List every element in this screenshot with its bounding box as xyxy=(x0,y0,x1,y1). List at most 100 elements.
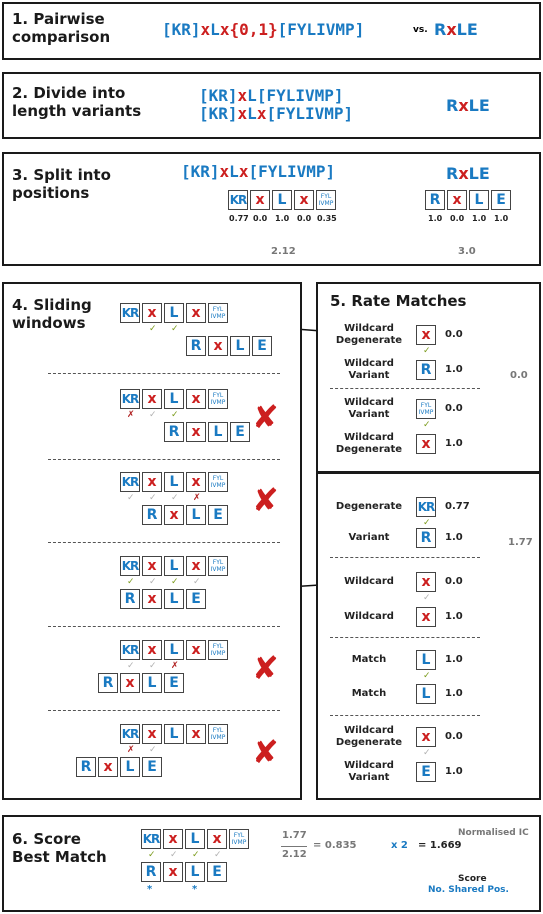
window-box-x: x xyxy=(142,389,162,409)
window-box-kr: KR xyxy=(120,556,140,576)
panel6-title-line1: 6. Score xyxy=(12,830,81,848)
window-box-fylivmp: FYL IVMP xyxy=(208,556,228,576)
window-box-fylivmp: FYL IVMP xyxy=(208,389,228,409)
pattern-part: [KR] xyxy=(181,162,220,181)
panel1-title: 1. Pairwise comparison xyxy=(12,10,110,46)
window-box-r: R xyxy=(76,757,96,777)
shared-star: * xyxy=(192,884,198,895)
panel1-pattern: [KR]xLx{0,1}[FYLIVMP] xyxy=(162,20,364,39)
fraction-bar xyxy=(281,846,307,847)
check-icon: ✓ xyxy=(149,745,157,755)
variant-part: x xyxy=(237,104,248,123)
pattern-part: L xyxy=(229,162,239,181)
window-box-fylivmp: FYL IVMP xyxy=(208,640,228,660)
window-box-fylivmp: FYL IVMP xyxy=(208,724,228,744)
rate-label: Degenerate xyxy=(326,501,412,513)
window-box-l: L xyxy=(164,724,184,744)
score-numerator: 1.77 xyxy=(282,830,307,841)
rate-label-line1: Wildcard xyxy=(344,611,394,622)
rate-label-line1: Degenerate xyxy=(335,501,403,512)
window-box-x: x xyxy=(186,472,206,492)
rate-box: L xyxy=(416,684,436,704)
window-box-x: x xyxy=(142,724,162,744)
window-box-e: E xyxy=(186,589,206,609)
window-box-kr: KR xyxy=(141,829,161,849)
query-box-x: x xyxy=(447,190,467,210)
window-box-x: x xyxy=(142,640,162,660)
panel2-title: 2. Divide into length variants xyxy=(12,84,141,120)
rate-label-line1: Wildcard xyxy=(344,576,394,587)
reject-icon: ✘ xyxy=(252,481,279,519)
rate-box: x xyxy=(416,434,436,454)
panel3-title-line1: 3. Split into xyxy=(12,166,111,184)
panel6-title: 6. Score Best Match xyxy=(12,830,107,866)
rate-label-line1: Wildcard xyxy=(344,397,394,408)
rate-label-line2: Variant xyxy=(348,772,390,783)
query-part: x xyxy=(446,20,457,39)
rate-label-line1: Wildcard xyxy=(344,760,394,771)
check-icon: ✓ xyxy=(149,577,157,587)
check-icon: ✓ xyxy=(171,577,179,587)
query-part: LE xyxy=(456,20,478,39)
panel1-title-line1: 1. Pairwise xyxy=(12,10,105,28)
query-part: R xyxy=(446,96,459,115)
reject-icon: ✘ xyxy=(252,733,279,771)
query-part: LE xyxy=(468,96,490,115)
window-box-r: R xyxy=(141,862,161,882)
variant-part: [KR] xyxy=(199,86,238,105)
rate-value: 1.0 xyxy=(445,438,463,449)
check-icon: ✓ xyxy=(170,850,178,860)
panel1-query: RxLE xyxy=(434,20,478,39)
window-box-x: x xyxy=(208,336,228,356)
rate-value: 1.0 xyxy=(445,654,463,665)
rate-total-a: 0.0 xyxy=(510,370,528,381)
rate-box: L xyxy=(416,650,436,670)
rate-box: x xyxy=(416,727,436,747)
panel3-pattern: [KR]xLx[FYLIVMP] xyxy=(181,162,335,181)
panel2-variant2: [KR]xLx[FYLIVMP] xyxy=(199,104,353,123)
window-box-r: R xyxy=(164,422,184,442)
query-value: 1.0 xyxy=(428,214,443,223)
window-box-e: E xyxy=(230,422,250,442)
panel-pairwise xyxy=(2,2,541,60)
window-separator xyxy=(48,710,280,711)
window-box-e: E xyxy=(252,336,272,356)
window-box-l: L xyxy=(230,336,250,356)
pattern-part: [KR] xyxy=(162,20,201,39)
check-icon: ✓ xyxy=(423,420,431,430)
variant-part: [KR] xyxy=(199,104,238,123)
query-box-l: L xyxy=(469,190,489,210)
window-box-fylivmp: FYL IVMP xyxy=(229,829,249,849)
query-part: x xyxy=(458,164,469,183)
window-separator xyxy=(48,373,280,374)
cross-icon: ✗ xyxy=(193,493,201,503)
window-box-kr: KR xyxy=(120,389,140,409)
window-box-l: L xyxy=(164,556,184,576)
score-normalised: = 0.835 xyxy=(313,840,357,851)
rate-label: Variant xyxy=(326,532,412,544)
panel1-title-line2: comparison xyxy=(12,28,111,46)
rate-value: 1.0 xyxy=(445,611,463,622)
window-box-l: L xyxy=(164,589,184,609)
check-icon: ✓ xyxy=(423,593,431,603)
window-separator xyxy=(48,542,280,543)
rate-separator xyxy=(330,715,480,716)
reject-icon: ✘ xyxy=(252,398,279,436)
variant-part: x xyxy=(256,104,267,123)
check-icon: ✓ xyxy=(423,671,431,681)
rate-label: Match xyxy=(326,654,412,666)
pattern-part: {0,1} xyxy=(229,20,278,39)
score-multiplier: x 2 xyxy=(391,840,408,851)
window-box-fylivmp: FYL IVMP xyxy=(208,472,228,492)
window-box-x: x xyxy=(98,757,118,777)
check-icon: ✓ xyxy=(149,661,157,671)
check-icon: ✓ xyxy=(423,346,431,356)
pattern-part: x xyxy=(200,20,211,39)
rate-label-line1: Wildcard xyxy=(344,432,394,443)
cross-icon: ✗ xyxy=(127,745,135,755)
window-box-l: L xyxy=(185,862,205,882)
variant-part: L xyxy=(247,86,257,105)
pos-box-x: x xyxy=(250,190,270,210)
panel6-title-line2: Best Match xyxy=(12,848,107,866)
